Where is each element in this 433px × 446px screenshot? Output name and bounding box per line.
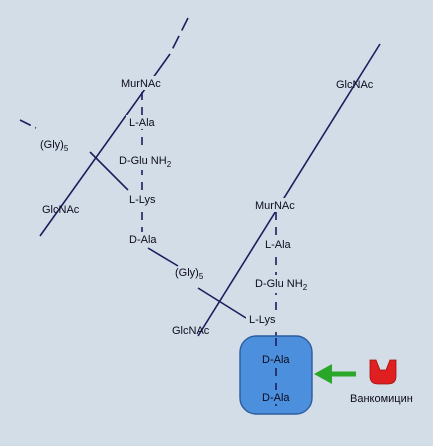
glcnac-label-left: GlcNAc (42, 204, 80, 216)
vancomycin-label: Ванкомицин (350, 393, 413, 405)
pentaglycine-bridge-mid-2 (197, 287, 247, 319)
pentaglycine-bridge-mid-1 (147, 247, 179, 267)
gly5-label-mid: (Gly)5 (175, 267, 204, 281)
gly5-label-left: (Gly)5 (40, 139, 69, 153)
l-ala-label-1: L-Ala (129, 117, 156, 129)
arrow-left-icon (314, 364, 356, 384)
label-backdrops (116, 76, 314, 326)
d-ala-label-2b: D-Ala (262, 392, 290, 404)
murnac-label-2: MurNAc (255, 200, 295, 212)
d-glu-label-1: D-Glu NH2 (119, 155, 172, 169)
d-ala-label-2a: D-Ala (262, 354, 290, 366)
l-ala-label-2: L-Ala (265, 239, 292, 251)
d-ala-2b-backdrop (261, 390, 293, 404)
l-lys-label-1: L-Lys (129, 194, 156, 206)
pentaglycine-bridge-left (19, 119, 37, 129)
glycan-strand-right (197, 43, 381, 337)
pentaglycine-bridge-left-2 (89, 151, 129, 191)
d-glu-label-2: D-Glu NH2 (255, 278, 308, 292)
glcnac-label-top: GlcNAc (336, 79, 374, 91)
glycan-strand-left-dashed-end (171, 17, 189, 51)
glcnac-label-mid: GlcNAc (172, 325, 210, 337)
murnac-label-1: MurNAc (121, 78, 161, 90)
l-lys-label-2: L-Lys (249, 314, 276, 326)
vancomycin-icon (369, 359, 397, 385)
d-ala-label-1: D-Ala (129, 234, 157, 246)
d-ala-2a-backdrop (261, 352, 293, 366)
